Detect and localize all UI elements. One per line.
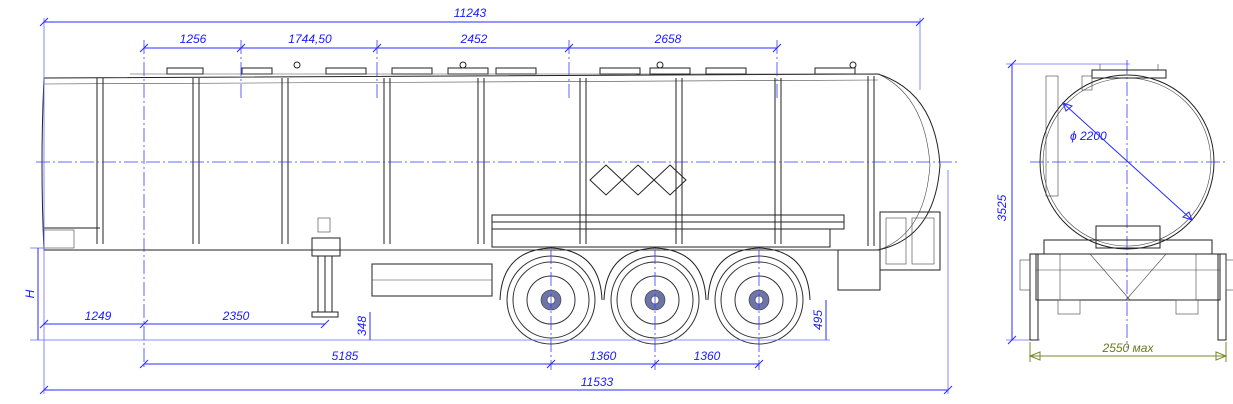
dim-leg-height: 348 [355, 316, 369, 336]
manhole-hatches [130, 61, 880, 75]
side-view: 11243 1256 1744,50 2452 2658 1249 2350 5… [23, 6, 960, 395]
dim-overall-tank-length: 11243 [454, 6, 487, 20]
dim-compartment-1: 1256 [180, 32, 207, 46]
hazard-placards [589, 164, 687, 196]
dim-kingpin-to-leg: 2350 [222, 309, 250, 323]
dim-compartment-3: 2452 [460, 32, 488, 46]
dim-compartment-2: 1744,50 [288, 32, 332, 46]
dim-axle-spacing-2: 1360 [694, 349, 721, 363]
dim-overall-length: 11533 [581, 375, 614, 389]
dim-kingpin-to-axle1: 5185 [332, 349, 359, 363]
dim-coupling-height: H [23, 289, 37, 298]
side-dimension-lines [37, 17, 953, 395]
dim-front-to-kingpin: 1249 [85, 309, 112, 323]
front-view: 3525 ϕ 2200 [995, 59, 1233, 362]
chassis [317, 211, 941, 297]
dim-tank-diameter: ϕ 2200 [1070, 129, 1107, 143]
front-undercarriage [1019, 225, 1233, 341]
landing-leg [311, 237, 341, 318]
dim-wheel-radius-height: 495 [811, 310, 825, 330]
dim-overall-width: 2550 мах [1102, 341, 1155, 355]
dim-overall-height: 3525 [995, 194, 1009, 221]
tank-body [41, 73, 941, 251]
dim-axle-spacing-1: 1360 [590, 349, 617, 363]
tank-rings [96, 76, 875, 246]
dim-compartment-4: 2658 [654, 32, 682, 46]
